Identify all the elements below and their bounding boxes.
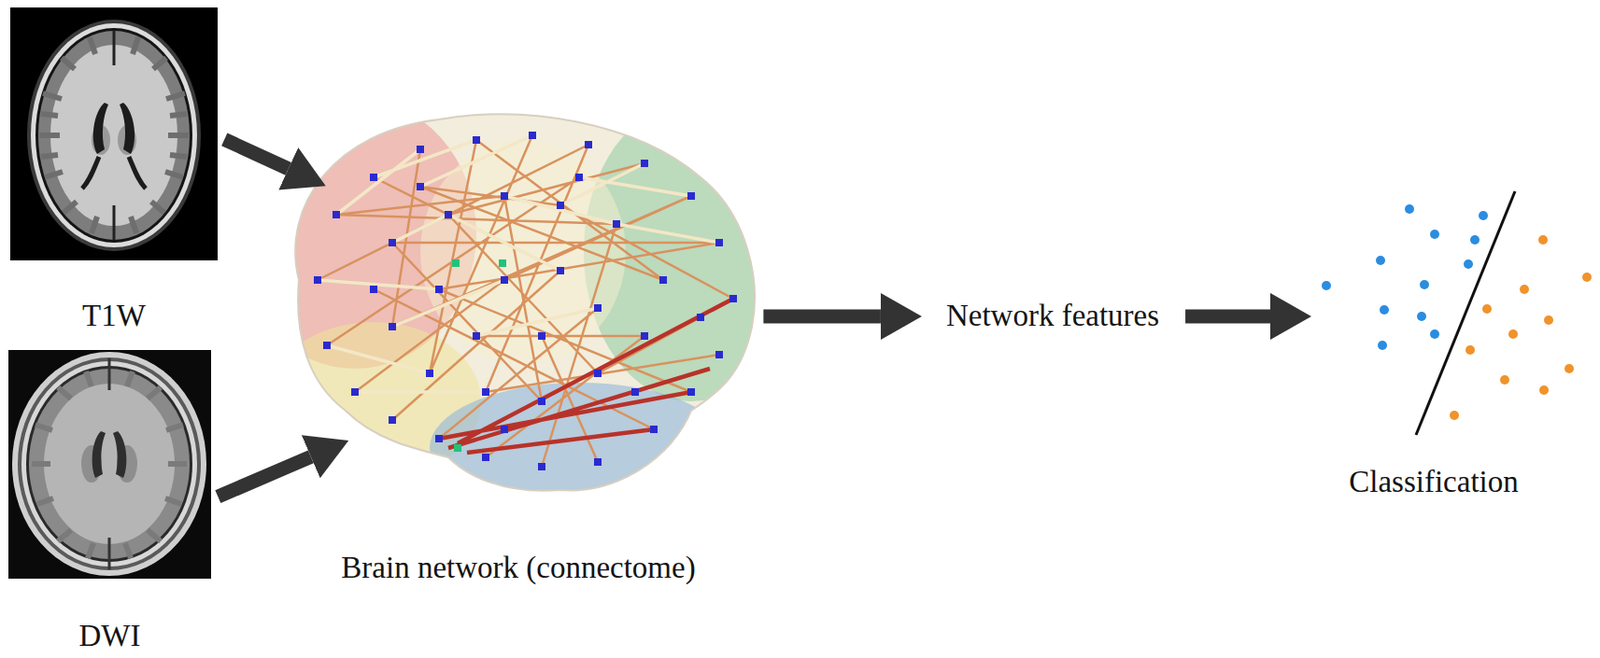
data-point	[1416, 311, 1427, 322]
midline-fissure	[108, 358, 112, 570]
mri-background	[8, 350, 212, 580]
connectome-edges-light	[317, 135, 720, 393]
ventricles	[93, 102, 135, 155]
gyri	[31, 371, 187, 559]
data-point	[1500, 375, 1510, 385]
classifier-node: Classification	[1316, 182, 1551, 505]
data-point	[1375, 255, 1386, 266]
data-point	[1582, 272, 1592, 283]
flow-arrow	[763, 310, 881, 325]
scalp	[12, 352, 207, 577]
data-point	[1470, 235, 1480, 245]
white-matter	[50, 44, 178, 227]
brain-connectome-illustration	[233, 98, 799, 514]
node-label: Brain network (connectome)	[340, 551, 695, 587]
mri-background	[10, 7, 218, 261]
gray-matter	[28, 368, 190, 560]
flow-arrow	[217, 456, 311, 497]
data-point	[1482, 304, 1492, 314]
temporal-lobe	[429, 382, 729, 514]
brain-contour	[295, 113, 755, 491]
image-node: DWI	[8, 350, 212, 657]
data-point	[1430, 229, 1440, 240]
class-b-points	[1449, 235, 1592, 421]
class-a-points	[1321, 204, 1488, 351]
scalp-layer	[17, 357, 201, 571]
data-point	[1430, 329, 1440, 340]
data-point	[1478, 211, 1488, 221]
data-point	[1419, 280, 1430, 290]
image-node: T1W	[10, 7, 218, 337]
data-point	[1538, 235, 1548, 245]
connectome-nodes	[313, 131, 737, 471]
connectome-hub-nodes	[452, 259, 507, 453]
data-point	[1463, 259, 1473, 270]
dwi-mri-image	[8, 350, 212, 580]
data-point	[1377, 340, 1388, 351]
skull	[21, 361, 198, 567]
flow-arrow	[224, 139, 289, 170]
feature-node: Network features	[927, 289, 1178, 344]
data-point	[1449, 410, 1459, 421]
t1w-mri-image	[10, 7, 218, 261]
connectome-edges	[317, 135, 734, 468]
data-point	[1508, 329, 1518, 340]
skull	[30, 23, 198, 248]
node-label: Classification	[1348, 465, 1518, 501]
midline-fissure	[113, 30, 116, 241]
network-node: Brain network (connectome)	[270, 107, 766, 589]
data-point	[1465, 345, 1475, 355]
data-point	[1519, 284, 1530, 295]
node-label: DWI	[79, 619, 142, 655]
connectome-edges-strong	[438, 298, 734, 454]
classification-scatter	[1321, 191, 1592, 436]
gray-matter	[38, 30, 190, 241]
data-point	[1379, 305, 1389, 315]
flow-arrow	[1185, 309, 1271, 324]
data-point	[1564, 364, 1574, 374]
gyri	[39, 37, 189, 234]
posterior-horns	[82, 156, 146, 189]
data-point	[1321, 281, 1331, 291]
ventricles	[92, 431, 128, 479]
data-point	[1539, 385, 1549, 396]
node-label: T1W	[82, 298, 146, 335]
csf	[35, 28, 193, 243]
decision-boundary	[1415, 191, 1516, 436]
data-point	[1543, 315, 1554, 326]
brain-lobes	[233, 98, 799, 514]
data-point	[1404, 204, 1415, 214]
connectors	[217, 139, 1271, 497]
node-label: Network features	[946, 298, 1160, 335]
scalp	[27, 19, 201, 252]
csf	[26, 366, 193, 563]
white-matter	[43, 383, 175, 545]
